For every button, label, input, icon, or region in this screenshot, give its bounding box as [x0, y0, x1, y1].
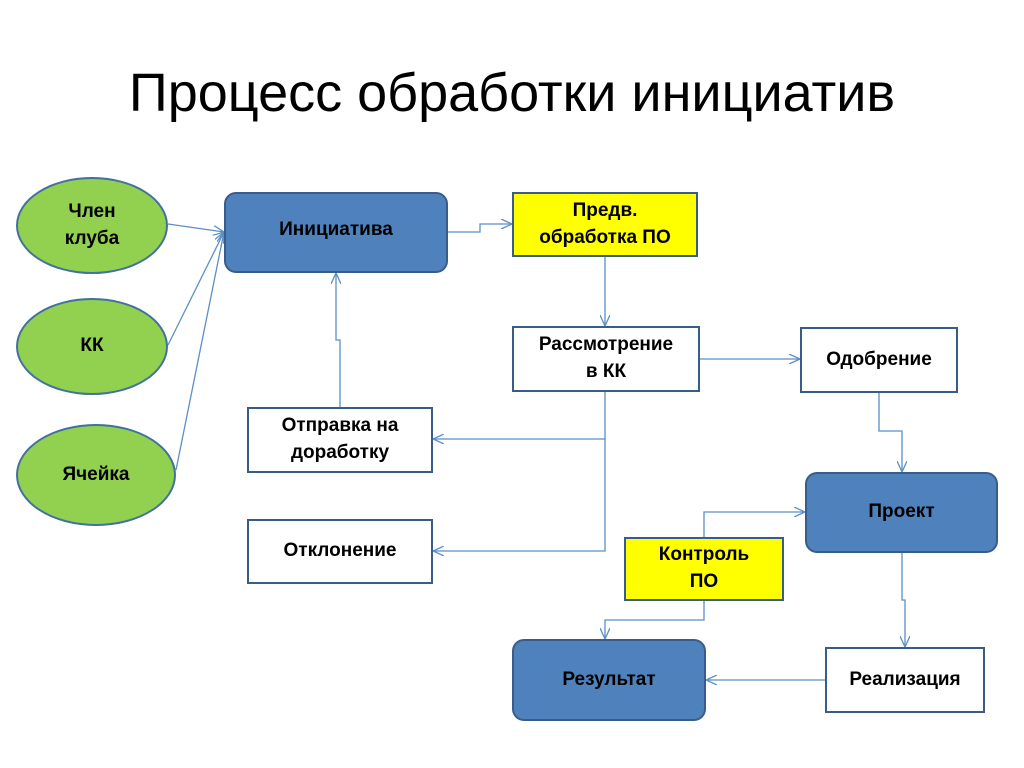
node-rezultat: Результат: [512, 639, 706, 721]
node-label: Предв. обработка ПО: [539, 199, 671, 248]
arrow-initsiativa-to-predv: [448, 224, 512, 233]
node-label: Отклонение: [283, 540, 397, 562]
node-label: Одобрение: [826, 348, 932, 370]
node-yacheyka: Ячейка: [16, 424, 176, 526]
arrow-kontrol-to-rezultat: [605, 601, 705, 639]
arrow-rassmotrenie-to-otklonenie: [433, 439, 606, 551]
node-chlen-kluba: Член клуба: [16, 177, 168, 274]
arrow-chlen-to-initsiativa: [167, 223, 224, 232]
node-kontrol-po: Контроль ПО: [624, 537, 784, 601]
node-otklonenie: Отклонение: [247, 519, 433, 584]
node-label: Рассмотрение в КК: [538, 334, 674, 382]
page-title: Процесс обработки инициатив: [128, 63, 896, 123]
node-rassmotrenie: Рассмотрение в КК: [512, 326, 700, 392]
node-realizatsiya: Реализация: [825, 647, 985, 713]
node-label: Ячейка: [62, 463, 130, 485]
node-otpravka: Отправка на доработку: [247, 407, 433, 473]
node-proekt: Проект: [805, 472, 998, 553]
arrow-rassmotrenie-to-otpravka: [433, 392, 606, 439]
node-label: Член клуба: [64, 200, 120, 249]
arrow-kontrol-to-proekt: [703, 512, 805, 537]
node-label: КК: [80, 335, 104, 357]
node-label: Отправка на доработку: [281, 415, 399, 463]
arrow-proekt-to-realizatsiya: [902, 553, 905, 647]
arrow-kk-to-initsiativa: [167, 232, 224, 346]
node-label: Результат: [562, 668, 656, 690]
node-initsiativa: Инициатива: [224, 192, 448, 273]
arrow-otpravka-to-initsiativa: [336, 273, 340, 407]
node-odobrenie: Одобрение: [800, 327, 958, 393]
arrow-odobrenie-to-proekt: [878, 393, 902, 472]
node-label: Контроль ПО: [658, 544, 750, 592]
node-label: Инициатива: [279, 219, 393, 241]
node-label: Проект: [868, 501, 935, 523]
arrow-yacheyka-to-initsiativa: [175, 232, 224, 471]
node-predv-obrabotka: Предв. обработка ПО: [512, 192, 698, 257]
node-kk: КК: [16, 298, 168, 395]
node-label: Реализация: [849, 668, 961, 690]
